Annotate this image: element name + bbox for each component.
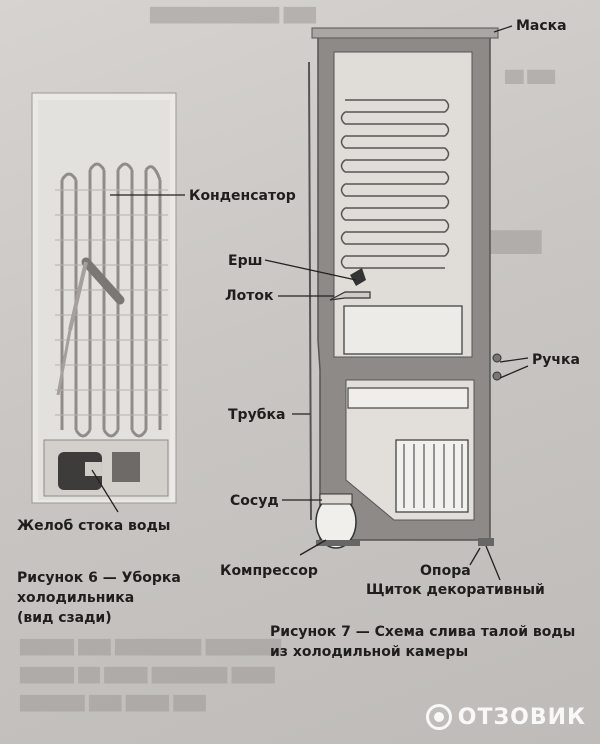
top-mask <box>311 27 499 39</box>
bleed-through-text: █████ ██ ████ ███████ ████ <box>20 668 275 684</box>
bleed-through-text: ██████ ███ ████ ███ <box>20 696 206 712</box>
watermark: ОТЗОВИК <box>425 702 586 732</box>
evaporator-coil <box>340 99 450 269</box>
drain-trough-leader <box>91 469 119 513</box>
figure7-caption-line: из холодильной камеры <box>270 644 469 660</box>
drain-trough <box>85 462 103 476</box>
vegetable-drawer <box>343 305 463 355</box>
handle-knob-bottom <box>492 371 502 381</box>
label-compressor: Компрессор <box>220 563 318 579</box>
label-condenser: Конденсатор <box>189 188 296 204</box>
mask-leader <box>493 25 513 33</box>
figure6-caption: Рисунок 6 — Уборка холодильника (вид сза… <box>17 568 181 628</box>
cleaning-brush <box>56 257 125 396</box>
figure7-leaders <box>264 25 529 581</box>
handle-leader-1 <box>499 357 529 363</box>
compressor-leader <box>299 539 327 556</box>
bleed-through-text: ██ ███ <box>505 70 555 84</box>
label-drain-trough: Желоб стока воды <box>17 518 171 534</box>
freezer-basket <box>395 439 469 513</box>
drain-tube-line <box>308 61 312 521</box>
support-leader <box>469 547 481 566</box>
bleed-through-text: ████████████ ███ <box>150 8 316 24</box>
label-mask: Маска <box>516 18 567 34</box>
compressor-photo <box>58 452 102 490</box>
figure6-photo <box>31 92 185 513</box>
label-support: Опора <box>420 563 471 579</box>
label-vessel: Сосуд <box>230 493 279 509</box>
drain-brush <box>350 268 366 286</box>
otzovik-logo-icon <box>425 704 452 730</box>
figure7-caption-line: Рисунок 7 — Схема слива талой воды <box>270 624 576 640</box>
label-tray: Лоток <box>225 288 274 304</box>
brush-leader <box>264 259 357 281</box>
relay-box <box>112 452 140 482</box>
label-decorative-shield: Щиток декоративный <box>366 582 545 598</box>
support-left <box>316 540 360 546</box>
watermark-text: ОТЗОВИК <box>457 704 586 730</box>
shield-leader <box>485 545 501 581</box>
vessel <box>319 493 353 505</box>
figure7-diagram <box>264 25 529 581</box>
label-brush: Ерш <box>228 253 263 269</box>
figure6-caption-line: Рисунок 6 — Уборка <box>17 570 181 586</box>
handle-leader-2 <box>499 365 529 379</box>
support-right <box>478 538 494 546</box>
figure6-caption-line: холодильника <box>17 590 135 606</box>
freezer-shelf <box>347 387 469 409</box>
bleed-through-text: █████ ███ ████████ ███████ <box>20 640 281 656</box>
figure7-caption: Рисунок 7 — Схема слива талой воды из хо… <box>270 622 575 662</box>
figure6-caption-line: (вид сзади) <box>17 610 112 626</box>
handle-knob-top <box>492 353 502 363</box>
label-tube: Трубка <box>228 407 286 423</box>
drain-tray <box>329 291 371 301</box>
label-handle: Ручка <box>532 352 580 368</box>
